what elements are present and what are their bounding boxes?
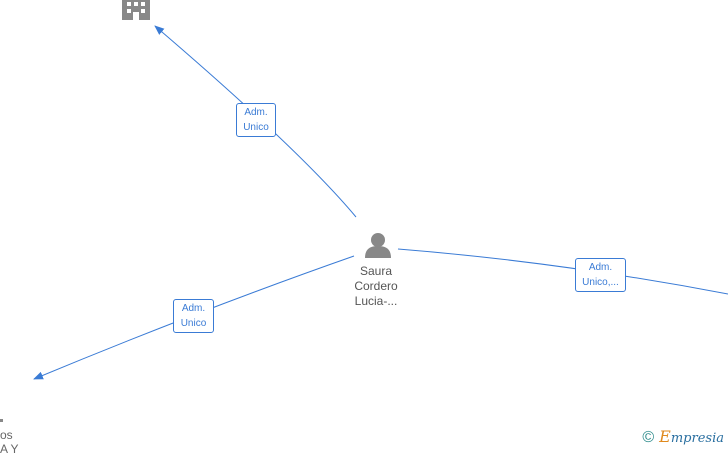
brand-rest: mpresia <box>670 431 724 446</box>
edge-label-line: Adm. <box>244 107 268 118</box>
building-icon[interactable] <box>122 0 150 20</box>
company-label-line: A Y <box>0 442 19 456</box>
edge-top-company[interactable] <box>154 25 357 218</box>
edge-label-bottom-left-company[interactable]: Adm. Unico <box>173 299 214 333</box>
edge-label-line: Unico,... <box>582 277 619 288</box>
bottom-left-company-label[interactable]: os A Y <box>0 428 18 456</box>
person-name-line: Lucia-... <box>354 294 398 308</box>
person-icon[interactable] <box>365 233 391 258</box>
edge-label-line: Adm. <box>588 262 613 273</box>
bottom-left-company-icon-fragment[interactable] <box>0 419 3 422</box>
edge-right-company[interactable] <box>397 248 728 295</box>
edge-label-top-company[interactable]: Adm. Unico <box>236 103 276 137</box>
person-name-line: Cordero <box>354 279 398 293</box>
edge-label-right-company[interactable]: Adm. Unico,... <box>575 258 626 292</box>
edge-label-line: Adm. <box>181 303 206 314</box>
brand-first-letter: E <box>659 427 671 446</box>
brand-watermark[interactable]: © Empresia <box>642 427 724 449</box>
person-name-line: Saura <box>359 264 393 278</box>
brand-logo: Empresia <box>659 427 724 449</box>
copyright-icon: © <box>642 429 655 446</box>
company-label-line: os <box>0 428 13 442</box>
edge-label-line: Unico <box>243 122 269 133</box>
central-person-name[interactable]: Saura Cordero Lucia-... <box>340 264 412 309</box>
edge-label-line: Unico <box>180 318 207 329</box>
